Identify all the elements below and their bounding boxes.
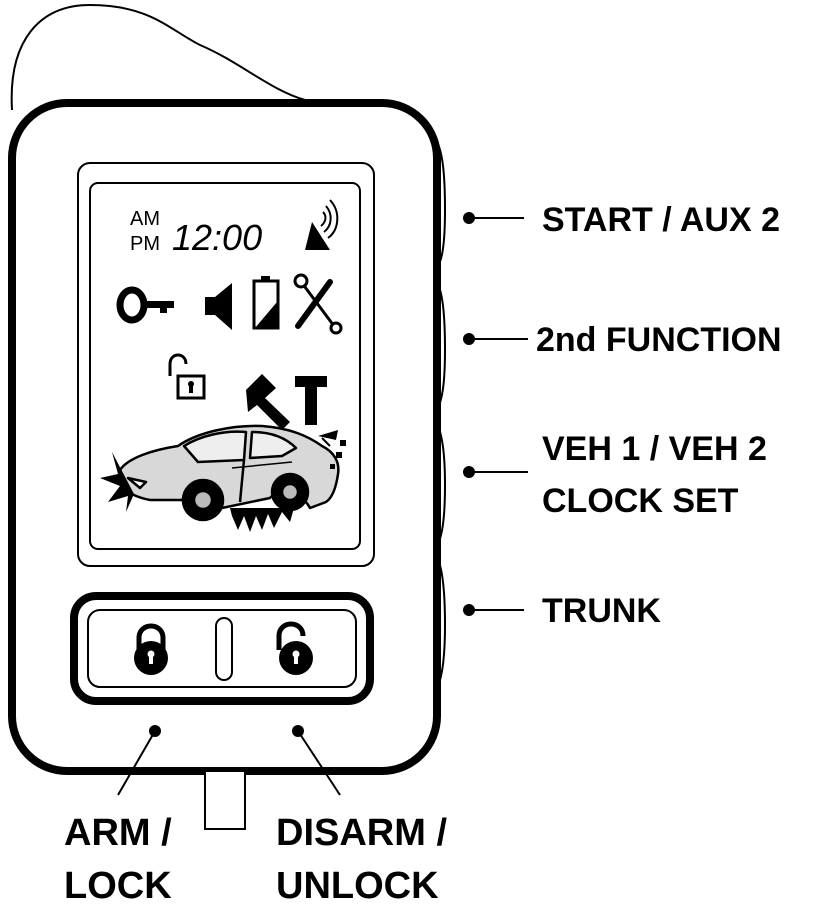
trunk-callout — [463, 604, 524, 616]
padlock-open-icon — [168, 353, 206, 400]
arm-lock-leader — [117, 730, 156, 796]
battery-icon — [252, 276, 280, 330]
start-aux2-label: START / AUX 2 — [542, 201, 780, 239]
veh-callout — [463, 466, 528, 478]
remote-antenna — [10, 3, 306, 111]
disarm-leader — [297, 730, 341, 796]
veh-label-line2: CLOCK SET — [542, 482, 739, 520]
lcd-pm-label: PM — [130, 233, 160, 255]
arm-lock-button[interactable] — [134, 623, 168, 675]
veh-label-line1: VEH 1 / VEH 2 — [542, 430, 767, 468]
disarm-label-line2: UNLOCK — [276, 865, 439, 905]
key-icon — [116, 286, 174, 324]
arm-label-line1: ARM / — [64, 812, 172, 854]
impact-icon — [100, 430, 346, 532]
trunk-label: TRUNK — [542, 592, 661, 630]
disarm-label-line1: DISARM / — [276, 812, 447, 854]
start-aux2-callout — [463, 212, 524, 224]
disarm-unlock-button[interactable] — [276, 621, 313, 675]
led-indicator — [215, 617, 233, 681]
remote-bottom-tab — [204, 770, 246, 830]
speaker-icon — [205, 283, 232, 330]
hammer-icon — [246, 374, 327, 430]
second-function-callout — [463, 333, 528, 345]
car-icon — [118, 424, 340, 522]
transmit-signal-icon — [305, 199, 339, 250]
tools-icon — [293, 273, 343, 335]
arm-label-line2: LOCK — [64, 865, 172, 905]
lcd-time: 12:00 — [172, 217, 262, 258]
lcd-am-label: AM — [130, 208, 160, 230]
second-function-label: 2nd FUNCTION — [536, 321, 782, 359]
